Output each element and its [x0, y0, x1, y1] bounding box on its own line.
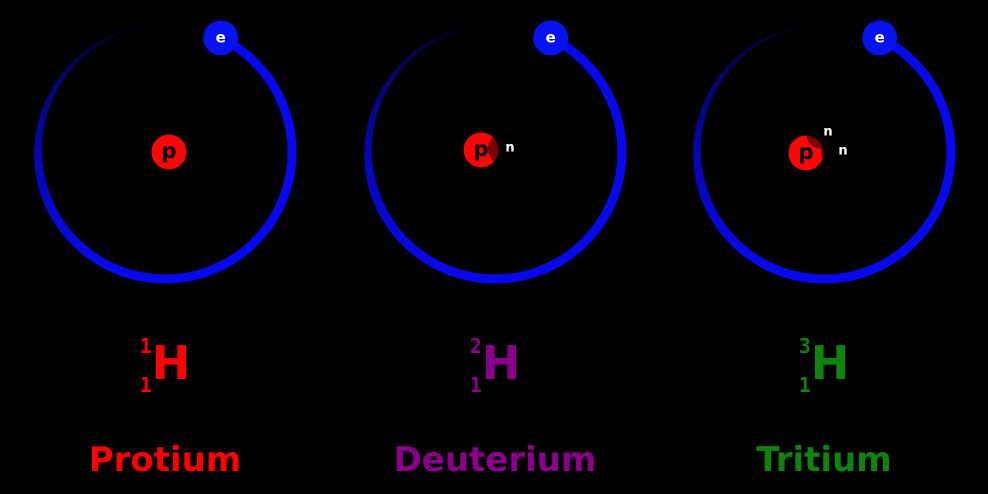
- electron-label: e: [216, 28, 226, 46]
- orbit-trail-segment: [786, 26, 798, 32]
- electron-circle: [862, 20, 898, 56]
- electron: e: [533, 20, 569, 56]
- isotope-protium: e p 1 1 H Protium: [0, 0, 330, 494]
- electron-orbit-trail: [34, 26, 297, 284]
- isotope-name: Deuterium: [393, 440, 597, 480]
- neutron-circle: [488, 133, 520, 165]
- proton-label: p: [798, 140, 813, 164]
- atomic-number: 1: [139, 373, 152, 397]
- isotope-notation: 1 1 H: [0, 334, 330, 397]
- mass-number: 3: [798, 334, 811, 358]
- atom-diagram: e pnn: [693, 20, 956, 284]
- electron-circle: [203, 20, 239, 56]
- notation-scripts: 1 1: [139, 334, 152, 397]
- isotope-name: Protium: [88, 440, 242, 480]
- element-symbol: H: [810, 336, 850, 390]
- mass-number: 2: [469, 334, 482, 358]
- isotope-notation: 3 1 H: [659, 334, 988, 397]
- electron-orbit-trail: [364, 26, 627, 284]
- atom-diagram: e p: [34, 20, 297, 284]
- nucleus: pnn: [788, 117, 853, 171]
- proton-label: p: [473, 137, 488, 161]
- proton-circle: [151, 134, 187, 170]
- element-symbol: H: [151, 336, 191, 390]
- orbit-trail-segment: [127, 26, 139, 32]
- electron-label: e: [875, 28, 885, 46]
- isotope-name: Tritium: [756, 440, 892, 480]
- electron: e: [862, 20, 898, 56]
- notation-scripts: 3 1: [798, 334, 811, 397]
- electron-orbit-trail: [693, 26, 956, 284]
- neutron-circle: [821, 136, 853, 168]
- electron: e: [203, 20, 239, 56]
- atomic-number: 1: [469, 373, 482, 397]
- proton-circle: [463, 132, 499, 168]
- atomic-number: 1: [798, 373, 811, 397]
- isotope-notation: 2 1 H: [330, 334, 660, 397]
- nucleus: p: [151, 134, 187, 170]
- orbit-trail-segment: [457, 26, 469, 32]
- neutron-label: n: [505, 141, 514, 156]
- notation-scripts: 2 1: [469, 334, 482, 397]
- element-symbol: H: [481, 336, 521, 390]
- electron-label: e: [546, 28, 556, 46]
- mass-number: 1: [139, 334, 152, 358]
- proton-label: p: [161, 139, 176, 163]
- electron-circle: [533, 20, 569, 56]
- neutron-label: n: [823, 125, 832, 140]
- neutron-label: n: [838, 144, 847, 159]
